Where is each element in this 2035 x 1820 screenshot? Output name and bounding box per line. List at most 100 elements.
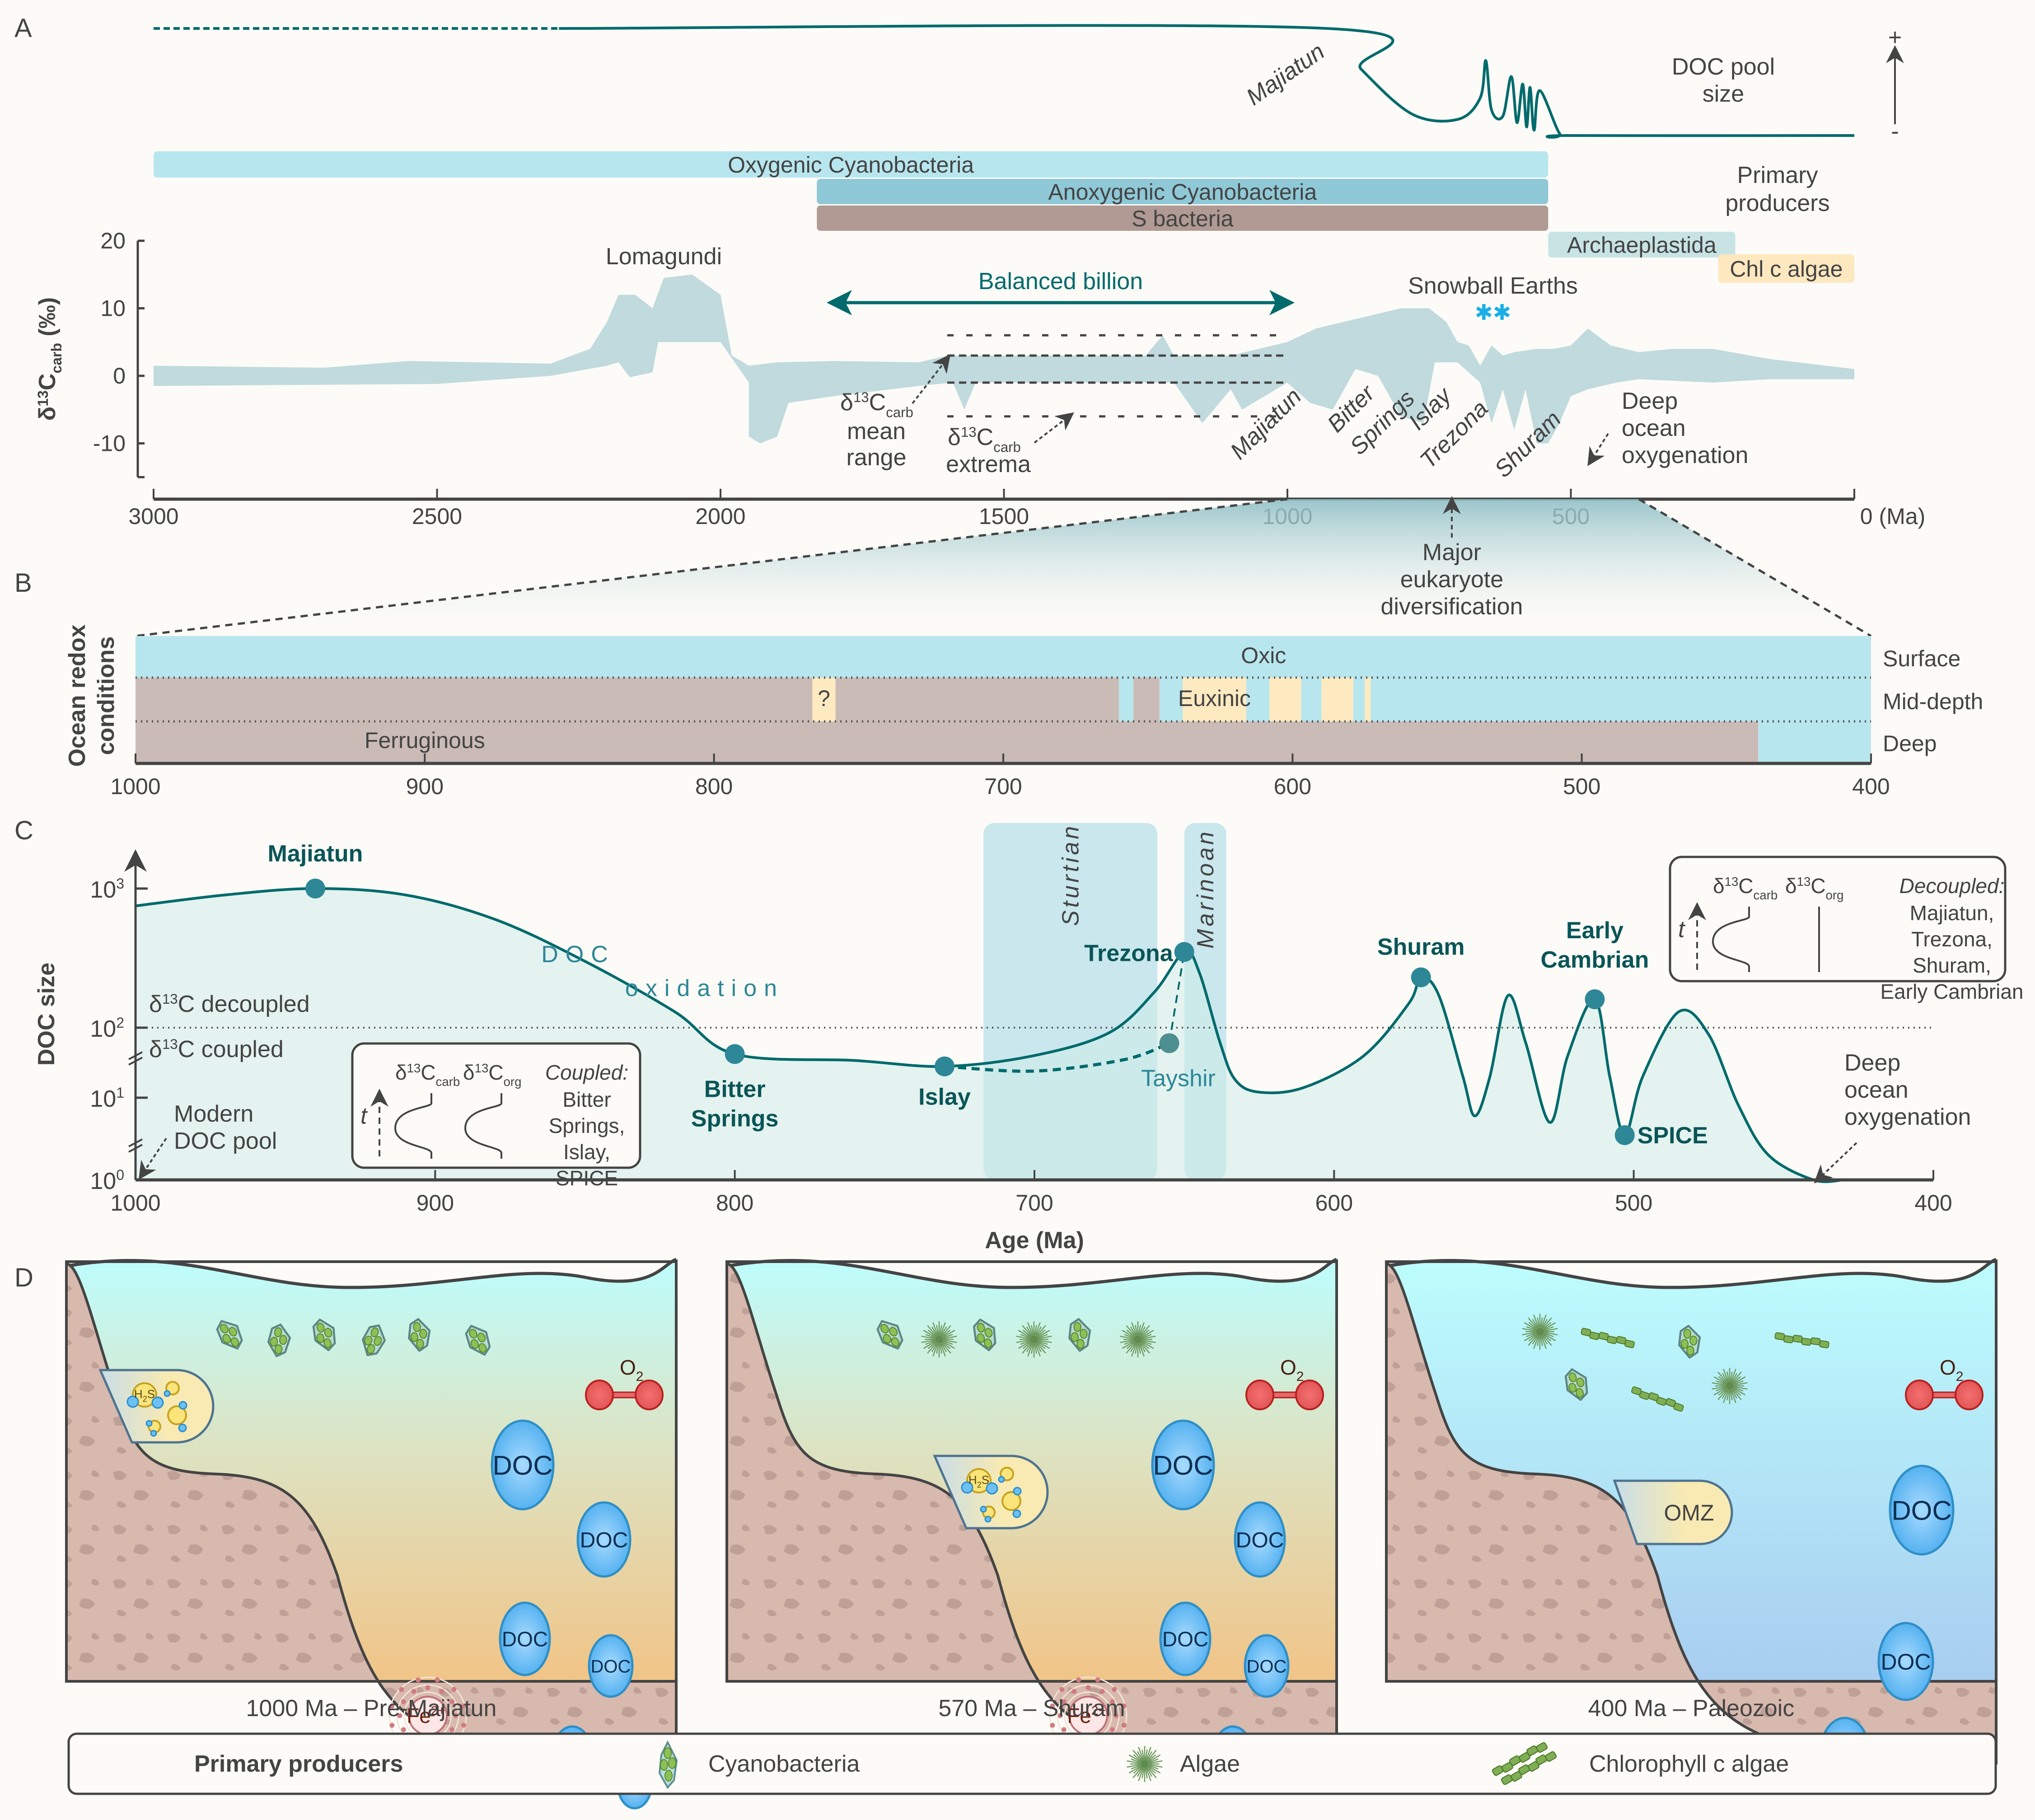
algae-icon (1016, 1321, 1052, 1357)
oxic-label: Oxic (1241, 643, 1286, 668)
producer-bar-chl-c-algae: Chl c algae (1718, 254, 1854, 283)
scale-minus: - (1891, 118, 1899, 145)
cyano-granule (413, 1322, 421, 1332)
sub: 2 (143, 1394, 147, 1404)
x-tick-label: 2000 (695, 504, 745, 529)
legend-chl-label: Chlorophyll c algae (1589, 1751, 1789, 1777)
cyano-granule (416, 1338, 424, 1349)
fe-electron (449, 1727, 455, 1732)
base: 10 (90, 877, 116, 903)
x-tick-label: 1000 (110, 774, 160, 799)
fe-electron (461, 1722, 466, 1728)
producer-bar-fill (1718, 254, 1854, 283)
delta: δ (1785, 874, 1797, 898)
redox-oxic-segment (136, 636, 1871, 678)
doc-label: DOC (591, 1656, 631, 1676)
deep-ocean-label: ocean (1844, 1077, 1909, 1103)
row-label-deep: Deep (1883, 731, 1937, 756)
fe-electron (1076, 1677, 1081, 1683)
x-tick-label: 3000 (128, 504, 178, 529)
inset-box (1669, 856, 2007, 983)
cyano-granule (374, 1336, 382, 1346)
producer-bar-s-bacteria: S bacteria (817, 206, 1548, 231)
cyano-granule (469, 1329, 477, 1339)
doc-molecule: DOC (1159, 1601, 1212, 1676)
modern-doc-pool-label: DOC pool (174, 1128, 277, 1154)
doc-molecule: DOC (1877, 1622, 1934, 1701)
d13c-band (154, 274, 1854, 444)
point-label: Shuram (1377, 934, 1465, 960)
x-tick-label: 400 (1914, 1190, 1952, 1216)
superscript: 13 (961, 424, 977, 440)
doc-bubble (499, 1601, 551, 1676)
cyano-granule (1683, 1329, 1691, 1339)
redox-ferruginous-segment (136, 721, 1759, 763)
primary-producers-line2: producers (1725, 190, 1829, 216)
point-label: Islay (918, 1084, 971, 1110)
deep-ocean-label: Deep (1844, 1050, 1900, 1076)
cyano-granule (984, 1328, 993, 1338)
doc-label: DOC (1881, 1649, 1931, 1675)
redox-ferruginous-segment (1133, 678, 1160, 721)
cyano-granule (1576, 1377, 1585, 1388)
point-shuram (1411, 967, 1431, 987)
fe-electron (1121, 1722, 1127, 1728)
superscript: 13 (162, 1036, 178, 1052)
inset-title: Coupled: (545, 1061, 628, 1084)
legend-title: Primary producers (194, 1751, 403, 1777)
x-tick-label: 800 (716, 1190, 753, 1216)
hydrogen-atom (980, 1506, 987, 1513)
delta: δ (395, 1061, 407, 1084)
redox-ferruginous-segment (136, 678, 813, 721)
doc-oxidation-label: DOC (541, 941, 615, 968)
doc-bubble (1244, 1634, 1290, 1698)
cyano-granule (1568, 1383, 1577, 1393)
glaciation-label-marinoan: Marinoan (1193, 829, 1219, 949)
doc-molecule: DOC (491, 1419, 555, 1511)
doc-bubble (1159, 1601, 1212, 1676)
carbon: C (1810, 874, 1825, 898)
fe-electron (439, 1689, 444, 1694)
event-label-shuram: Shuram (1489, 406, 1566, 483)
cyano-granule (477, 1333, 486, 1343)
o2-molecule-icon: O2 (585, 1356, 664, 1410)
fe-electron (451, 1687, 457, 1692)
algae-icon (1712, 1368, 1748, 1404)
o2-atom (635, 1380, 664, 1410)
legend: Primary producers Cyanobacteria Algae Ch… (67, 1732, 1997, 1795)
hydrogen-atom (178, 1401, 187, 1410)
fe-electron (389, 1703, 395, 1709)
point-label: Early (1566, 917, 1623, 944)
producer-bar-fill (817, 179, 1548, 204)
hydrogen-atom (126, 1395, 139, 1408)
o2-atom (585, 1380, 614, 1410)
doc-pool-curve (154, 24, 1855, 139)
x-tick-label: 600 (1274, 774, 1311, 799)
cyanobacteria-icon (1068, 1318, 1091, 1352)
delta: δ (948, 424, 961, 450)
sulfur-atom (1001, 1491, 1021, 1511)
hydrogen-atom (145, 1420, 153, 1427)
omz-label: OMZ (1664, 1500, 1714, 1525)
fe-electron (389, 1722, 395, 1728)
fe-electron (1099, 1689, 1105, 1694)
redox-oxic-segment (1758, 721, 1871, 763)
subscript: carb (1754, 888, 1778, 902)
cyano-granule (370, 1327, 379, 1338)
algae-core (1134, 1336, 1141, 1343)
extrema-label: extrema (946, 451, 1031, 477)
cyanobacteria-icon (876, 1320, 903, 1350)
fe-electron (1050, 1703, 1055, 1709)
extrema-arrow (1034, 412, 1074, 444)
x-axis-label: Age (Ma) (985, 1227, 1084, 1254)
cyano-granule (977, 1333, 985, 1343)
fe-electron (1085, 1685, 1091, 1690)
modern-doc-pool-label: Modern (174, 1101, 253, 1127)
s: S (147, 1387, 155, 1401)
y-tick-label: 101 (90, 1085, 124, 1112)
producer-bar-archaeplastida: Archaeplastida (1548, 232, 1736, 258)
deep-ocean-label: oxygenation (1622, 442, 1748, 468)
